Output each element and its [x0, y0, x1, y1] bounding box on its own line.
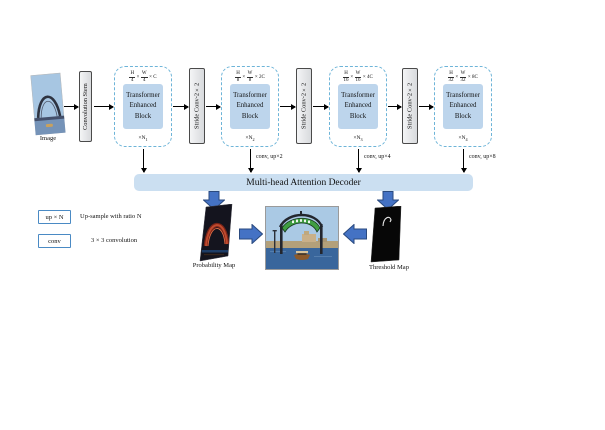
arrow-block3-to-decoder — [355, 149, 362, 173]
probability-map-image — [199, 204, 235, 262]
block-arrow-right-icon — [239, 224, 263, 244]
threshold-map-icon — [370, 206, 402, 263]
arrow-block1-to-stride1 — [173, 103, 189, 110]
arrow-stem-to-block1 — [94, 103, 114, 110]
decoder-label: Multi-head Attention Decoder — [246, 177, 361, 188]
arrow-stride3-to-block4 — [419, 103, 434, 110]
arrow-block2-to-decoder — [247, 149, 254, 173]
stride-conv-3-label: Stride Conv-2×2 — [406, 82, 414, 130]
stride-conv-box-3: Stride Conv-2×2 — [402, 68, 418, 144]
block1-repeat-label: ×N1 — [138, 134, 148, 142]
arrow-block3-to-stride3 — [388, 103, 402, 110]
detection-result-image — [265, 206, 339, 270]
block-arrow-down-icon — [377, 191, 399, 210]
arrow-block4-to-decoder — [460, 149, 467, 173]
arrow-stride2-to-block3 — [313, 103, 329, 110]
input-image-label: Image — [39, 135, 57, 142]
legend-upsample-box: up × N — [38, 210, 71, 224]
block2-repeat-label: ×N2 — [245, 134, 255, 142]
block4-repeat-label: ×N4 — [458, 134, 468, 142]
legend-upsample-box-label: up × N — [45, 213, 64, 221]
convolution-stem-label: Convolution Stem — [82, 83, 89, 130]
legend-conv-box-label: conv — [48, 237, 61, 245]
stride-conv-box-1: Stride Conv-2×2 — [189, 68, 205, 144]
block-arrow-down-icon — [203, 191, 225, 210]
probability-to-result-arrow — [239, 224, 263, 244]
block3-out-label: conv, up×4 — [364, 154, 391, 160]
block4-out-label: conv, up×8 — [469, 154, 496, 160]
threshold-map-label: Threshold Map — [369, 264, 409, 271]
legend-conv-desc: 3 × 3 convolution — [91, 237, 138, 244]
block3-repeat-label: ×N3 — [353, 134, 363, 142]
stride-conv-box-2: Stride Conv-2×2 — [296, 68, 312, 144]
block1-title: Transformer Enhanced Block — [123, 84, 163, 129]
decoder-to-probability-arrow — [203, 191, 225, 210]
detection-result-photo-icon — [266, 207, 338, 269]
block-arrow-left-icon — [343, 224, 367, 244]
block2-title: Transformer Enhanced Block — [230, 84, 270, 129]
stride-conv-2-label: Stride Conv-2×2 — [300, 82, 308, 130]
legend-conv-box: conv — [38, 234, 71, 248]
probability-map-label: Probability Map — [192, 262, 236, 269]
legend-upsample-desc: Up-sample with ratio N — [80, 213, 142, 220]
threshold-map-image — [369, 206, 405, 264]
arrow-stride1-to-block2 — [206, 103, 221, 110]
block4-title: Transformer Enhanced Block — [443, 84, 483, 129]
arrow-block2-to-stride2 — [280, 103, 296, 110]
multi-head-attention-decoder: Multi-head Attention Decoder — [134, 174, 473, 191]
block2-out-label: conv, up×2 — [256, 154, 283, 160]
threshold-to-result-arrow — [343, 224, 367, 244]
input-image-thumbnail — [30, 72, 66, 136]
probability-map-icon — [199, 204, 233, 262]
input-image-photo-icon — [30, 72, 66, 136]
convolution-stem-box: Convolution Stem — [79, 71, 92, 142]
arrow-block1-to-decoder — [140, 149, 147, 173]
stride-conv-1-label: Stride Conv-2×2 — [193, 82, 201, 130]
block3-title: Transformer Enhanced Block — [338, 84, 378, 129]
arrow-image-to-stem — [64, 103, 79, 110]
decoder-to-threshold-arrow — [377, 191, 399, 210]
